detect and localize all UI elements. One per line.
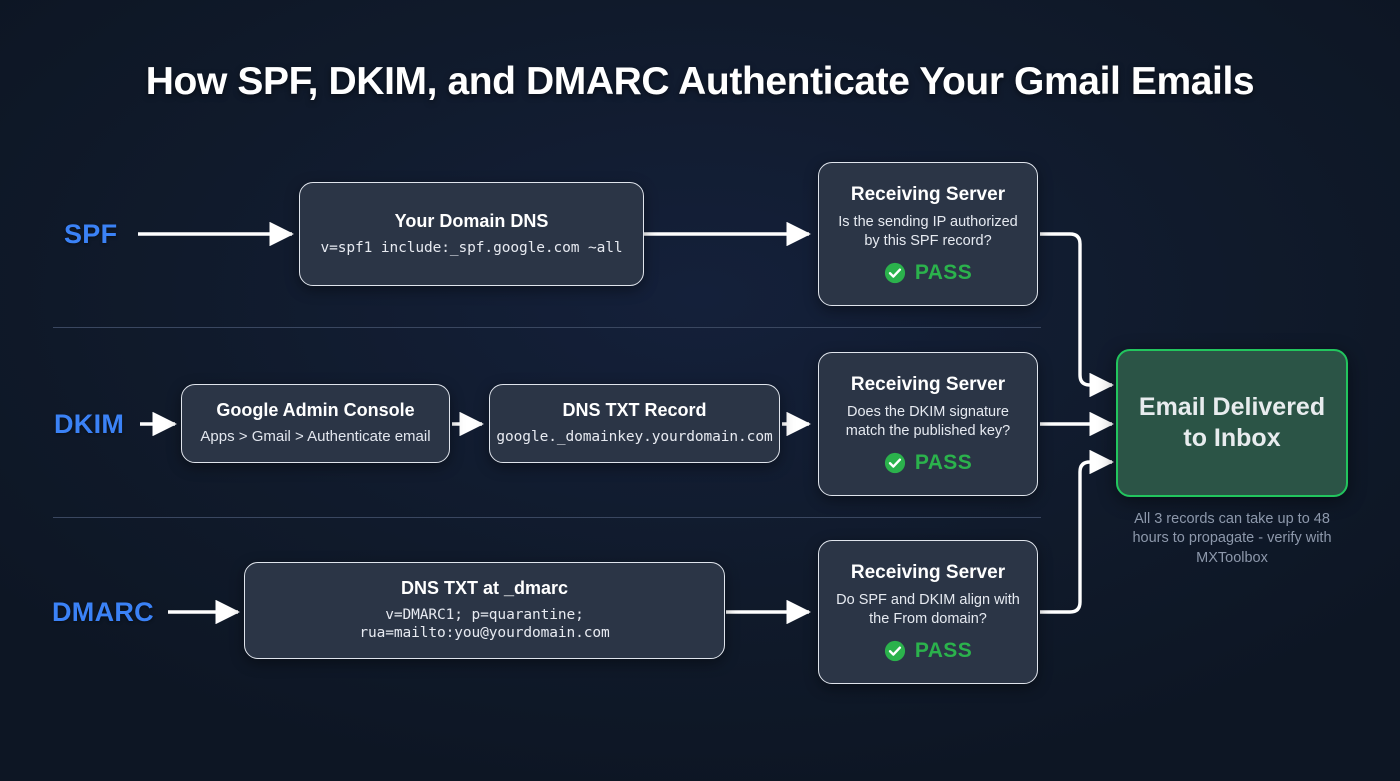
check-circle-icon [884,262,905,283]
node-dmarc-dns-txt[interactable]: DNS TXT at _dmarc v=DMARC1; p=quarantine… [244,562,725,659]
page-title: How SPF, DKIM, and DMARC Authenticate Yo… [145,60,1255,103]
propagation-note: All 3 records can take up to 48 hours to… [1132,511,1332,566]
row-label-dmarc: DMARC [52,597,154,627]
node-code: v=spf1 include:_spf.google.com ~all [320,239,623,256]
check-circle-icon [884,452,905,473]
node-subtitle: Apps > Gmail > Authenticate email [200,428,431,446]
check-circle-icon [884,640,905,661]
node-question: Do SPF and DKIM align with the From doma… [836,592,1020,627]
node-question: Does the DKIM signature match the publis… [845,404,1011,439]
node-title: Receiving Server [850,184,1006,206]
node-spf-receiving-server[interactable]: Receiving Server Is the sending IP autho… [818,162,1038,306]
node-dkim-dns-txt-record[interactable]: DNS TXT Record google._domainkey.yourdom… [489,384,780,463]
node-code: google._domainkey.yourdomain.com [496,429,773,446]
status-badge-label: PASS [914,450,973,474]
node-spf-domain-dns[interactable]: Your Domain DNS v=spf1 include:_spf.goog… [299,182,644,286]
final-label: Email Delivered to Inbox [1138,392,1326,452]
connector-dmarc-final [1040,449,1114,614]
node-question: Is the sending IP authorized by this SPF… [838,214,1018,249]
status-badge: PASS [884,261,972,285]
row-divider-1 [53,327,1041,329]
node-title: Your Domain DNS [394,210,549,231]
status-badge: PASS [884,451,972,475]
node-title: Receiving Server [850,562,1006,584]
status-badge-label: PASS [914,638,973,662]
row-label-dkim: DKIM [54,409,125,439]
row-divider-2 [53,517,1041,519]
node-title: DNS TXT Record [562,400,707,421]
connector-spf-final [1040,232,1114,398]
status-badge-label: PASS [914,260,973,284]
node-code: v=DMARC1; p=quarantine; rua=mailto:you@y… [359,607,610,642]
node-title: DNS TXT at _dmarc [400,578,569,599]
node-title: Receiving Server [850,374,1006,396]
node-email-delivered[interactable]: Email Delivered to Inbox [1116,349,1348,497]
node-dkim-receiving-server[interactable]: Receiving Server Does the DKIM signature… [818,352,1038,496]
node-dkim-admin-console[interactable]: Google Admin Console Apps > Gmail > Auth… [181,384,450,463]
node-title: Google Admin Console [216,400,415,421]
row-label-spf: SPF [64,219,118,249]
status-badge: PASS [884,639,972,663]
node-dmarc-receiving-server[interactable]: Receiving Server Do SPF and DKIM align w… [818,540,1038,684]
